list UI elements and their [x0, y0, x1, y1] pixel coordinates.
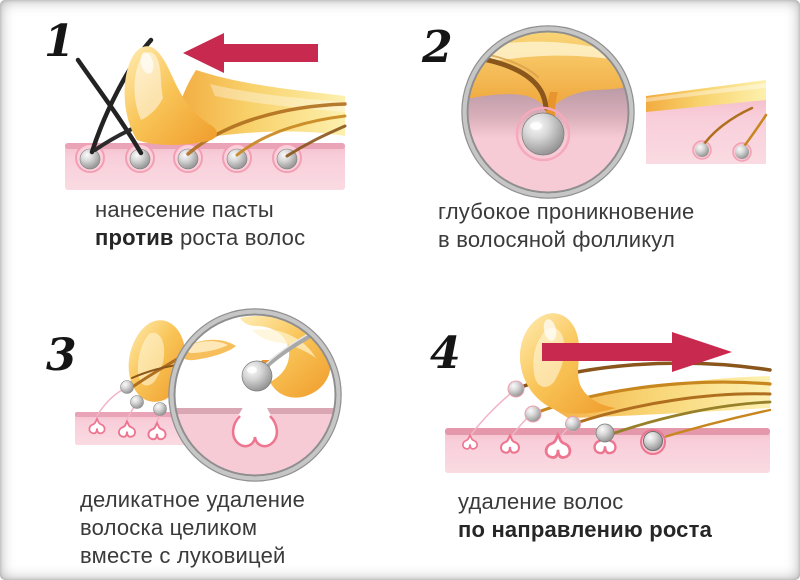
skin-strip [65, 143, 345, 190]
step-3-caption: деликатное удаление волоска целиком вмес… [80, 486, 305, 570]
skin-sample [646, 80, 768, 164]
step-4-panel: 4 [400, 290, 800, 580]
hairs-in-paste [186, 102, 347, 158]
step-2-caption-line1: глубокое проникновение [438, 199, 695, 224]
step-1-caption: нанесение пасты против роста волос [95, 196, 305, 252]
step-2-caption: глубокое проникновение в волосяной фолли… [438, 198, 695, 254]
step-3-number: 3 [46, 330, 77, 381]
hair-strand [468, 53, 549, 111]
paste-blob [124, 46, 217, 145]
step-2-caption-line2: в волосяной фолликул [438, 227, 676, 252]
step-2-panel: 2 [400, 0, 800, 290]
hairs-in-paste [514, 361, 772, 442]
step-1-caption-line1: нанесение пасты [95, 197, 274, 222]
step-4-illustration-removal-along-growth [445, 313, 772, 473]
step-1-illustration-apply-paste [65, 33, 347, 190]
step-1-caption-line2-bold: против [95, 225, 174, 250]
step-3-caption-line2: волоска целиком [80, 515, 258, 540]
step-1-caption-line2-rest: роста волос [173, 225, 306, 250]
magnifier-circle [168, 308, 342, 482]
step-4-number: 4 [430, 328, 461, 379]
direction-right-arrow-icon [542, 332, 732, 372]
step-4-caption: удаление волос по направлению роста [458, 488, 712, 544]
step-1-number: 1 [44, 16, 75, 67]
direction-left-arrow-icon [183, 33, 318, 73]
step-3-caption-line3: вместе с луковицей [80, 543, 286, 568]
step-3-illustration-hair-removed-with-bulb [75, 308, 342, 482]
extracted-bulbs [507, 380, 581, 432]
step-3-panel: 3 [0, 290, 400, 580]
step-3-caption-line1: деликатное удаление [80, 487, 306, 512]
step-2-number: 2 [422, 22, 453, 73]
step-4-caption-line1: удаление волос [458, 489, 624, 514]
hair-bulb [521, 112, 565, 156]
step-1-panel: 1 [0, 0, 400, 290]
empty-follicle-channel [232, 390, 278, 445]
step-4-caption-line2-bold: по направлению роста [458, 517, 713, 542]
magnifier-circle [461, 25, 635, 199]
extracted-bulb [241, 360, 273, 392]
follicle-bottom-outline [231, 415, 279, 448]
surface-and-embedded-bulbs [595, 423, 666, 455]
hair-follicle-bulbs [75, 143, 302, 173]
step-2-illustration-follicle-penetration [461, 25, 768, 199]
